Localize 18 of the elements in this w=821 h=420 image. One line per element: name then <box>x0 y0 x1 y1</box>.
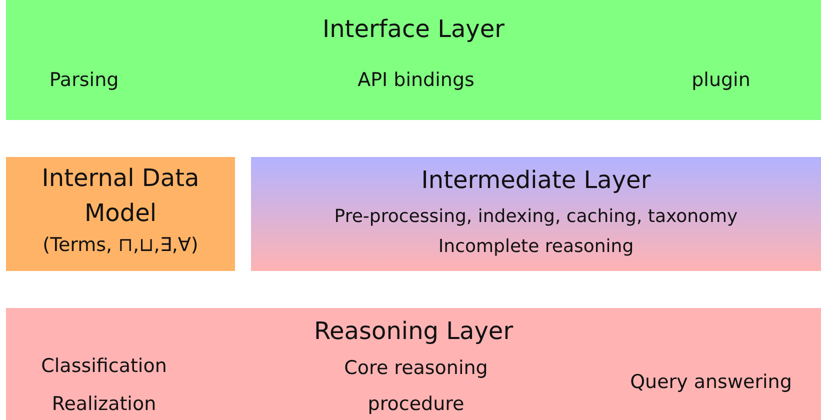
layer-title: Interface Layer <box>322 14 506 45</box>
component-label: API bindings <box>356 68 476 93</box>
box-title: Internal Data Model <box>40 163 200 229</box>
layer-title: Reasoning Layer <box>312 316 514 347</box>
component-label: Incomplete reasoning <box>437 235 635 258</box>
model-box <box>6 157 235 271</box>
layer-band <box>6 0 821 120</box>
layer-band <box>251 157 821 271</box>
component-label: Pre-processing, indexing, caching, taxonomy <box>333 205 739 228</box>
component-label: Classification <box>40 354 168 379</box>
component-label: Realization <box>50 392 158 417</box>
layer-title: Intermediate Layer <box>420 165 652 196</box>
component-label: Query answering <box>629 370 793 395</box>
component-label: plugin <box>690 68 752 93</box>
component-label: Core reasoning procedure <box>343 356 489 418</box>
component-label: Parsing <box>48 68 120 93</box>
layer-band <box>6 308 821 420</box>
box-subtitle: (Terms, ⊓,⊔,∃,∀) <box>42 233 200 258</box>
